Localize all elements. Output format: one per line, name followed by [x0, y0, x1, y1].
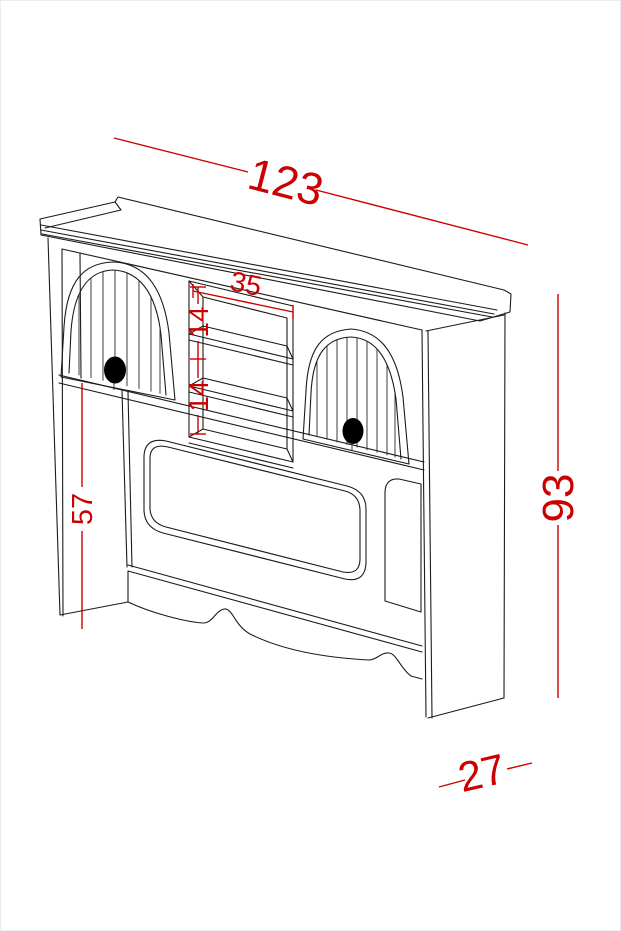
- pegboard: [384, 478, 422, 613]
- dim-shelf-height-14-lower: 14: [183, 380, 214, 435]
- left-door-knob: [104, 356, 126, 390]
- pegboard-holes: [384, 478, 422, 613]
- center-panel: [143, 439, 367, 581]
- center-cubby: [188, 280, 294, 469]
- left-side-panel: [47, 237, 129, 617]
- dim-opening-height-label: 57: [67, 493, 99, 525]
- desk-left-stile: [121, 390, 133, 568]
- dim-cubby-width-35: 35: [192, 265, 294, 319]
- dim-overall-height-label: 93: [534, 474, 583, 523]
- dim-width-123: 123: [113, 137, 529, 246]
- dim-width-label: 123: [243, 148, 328, 216]
- dim-depth-label: 27: [454, 745, 510, 801]
- crown-molding: [39, 196, 512, 322]
- dim-overall-height-93: 93: [534, 294, 583, 698]
- cubby-shelf-upper: [188, 325, 294, 366]
- mid-rail: [58, 374, 425, 471]
- dim-cubby-width-label: 35: [228, 265, 265, 302]
- cubby-shelf-lower: [188, 377, 294, 418]
- right-door-knob: [342, 418, 364, 450]
- right-side-panel: [421, 312, 506, 719]
- dim-shelf-lower-label: 14: [183, 380, 214, 411]
- dim-shelf-height-14-upper: 14: [183, 286, 214, 378]
- bottom-apron: [127, 564, 423, 680]
- dim-depth-27: 27: [438, 745, 533, 801]
- dim-shelf-upper-label: 14: [183, 306, 214, 337]
- dim-opening-height-57: 57: [67, 383, 99, 629]
- left-arched-door: [60, 261, 176, 401]
